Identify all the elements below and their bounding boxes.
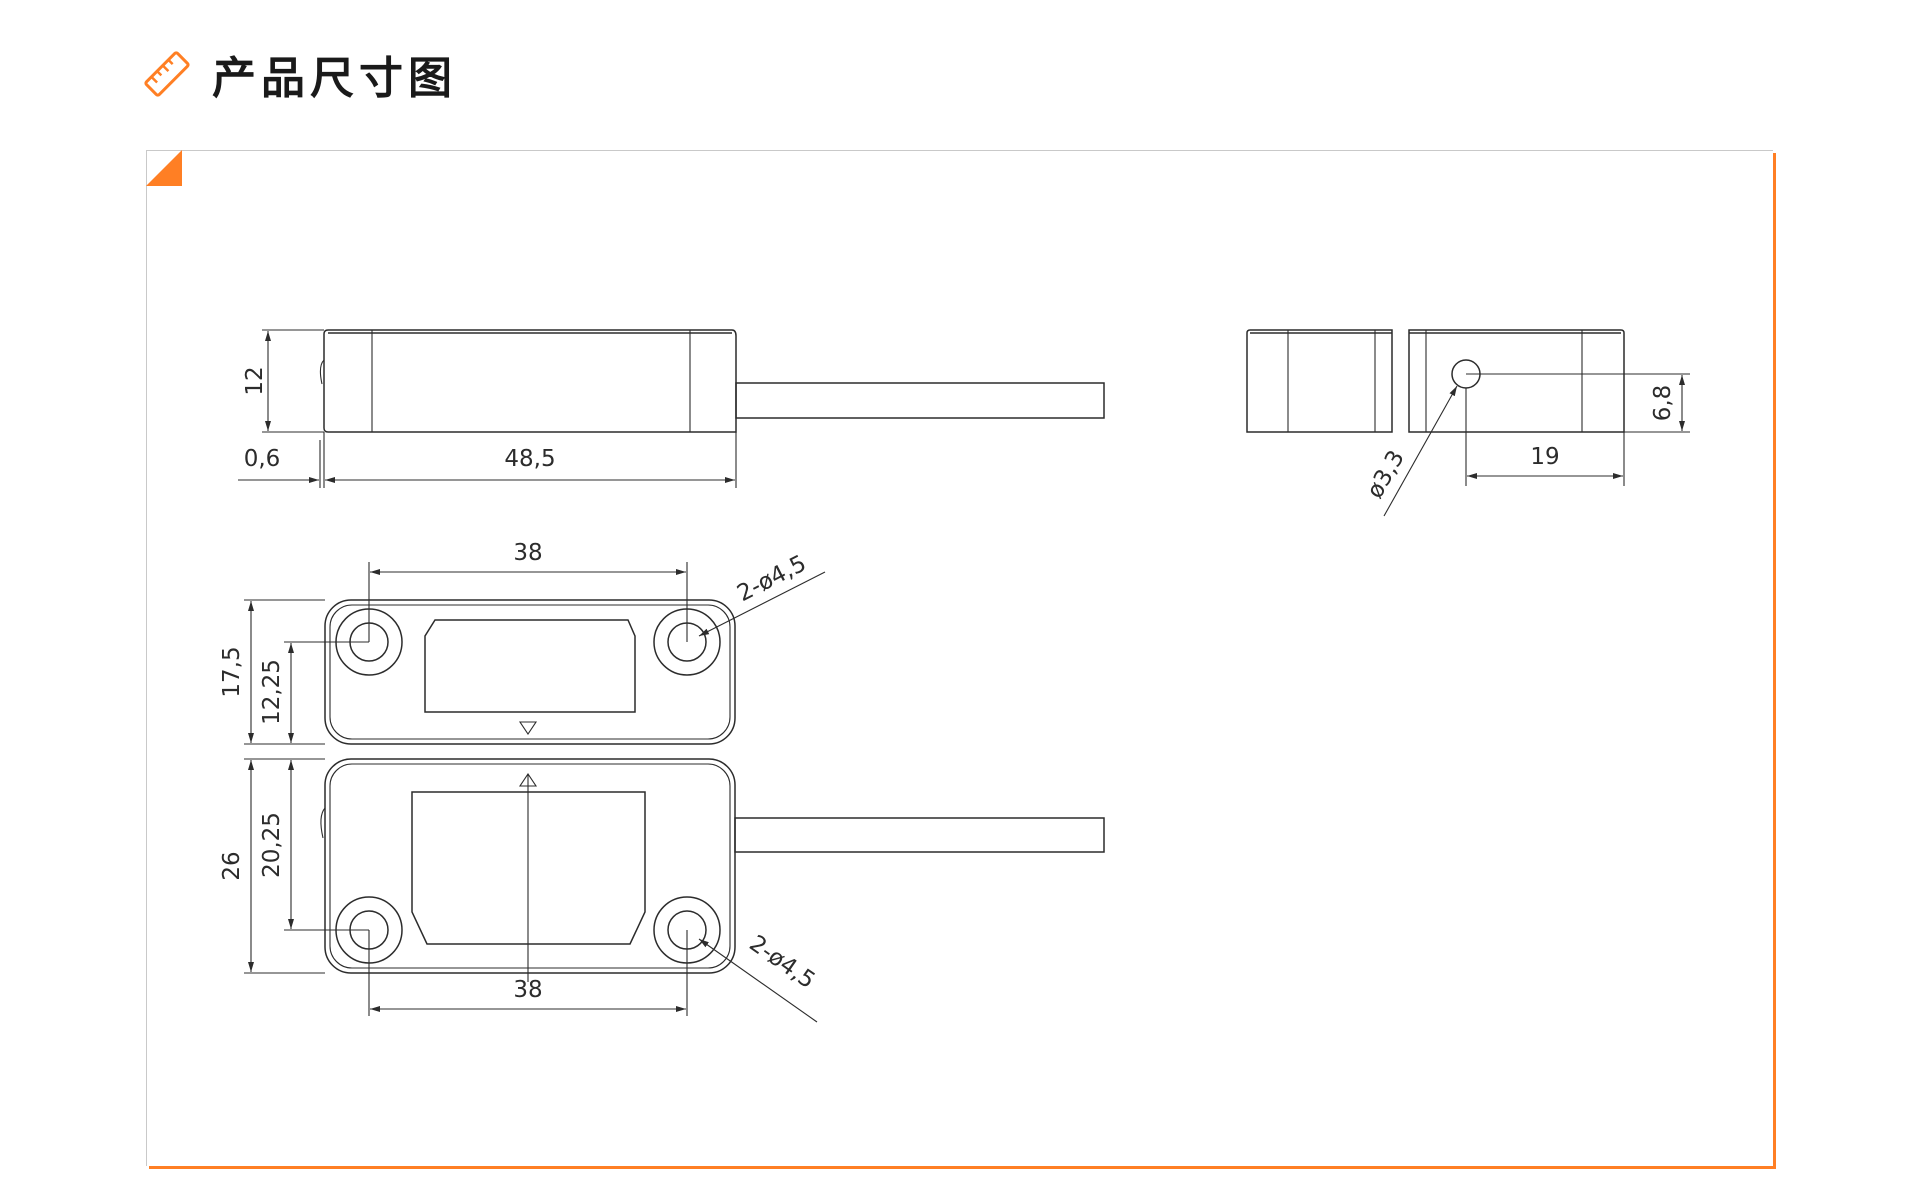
page-title: 产品尺寸图: [212, 53, 457, 104]
dim-bottom-width: 26: [219, 851, 245, 880]
top-view-lower: 38 2-ø4,5 26 20,25: [219, 758, 1105, 1023]
dim-end-hole-offset: 19: [1530, 444, 1559, 470]
dim-top-hole-center: 12,25: [259, 659, 285, 725]
dim-bottom-holes: 2-ø4,5: [744, 931, 819, 995]
dim-end-hole-height: 6,8: [1650, 385, 1676, 422]
dim-bottom-hole-center: 20,25: [259, 812, 285, 878]
corner-accent: [146, 150, 182, 186]
dim-bottom-hole-spacing: 38: [513, 977, 542, 1003]
dim-end-hole-diameter: ø3,3: [1362, 446, 1410, 503]
ruler-icon: [144, 51, 190, 97]
side-view: 12 0,6 48,5: [238, 329, 1105, 488]
drawing-panel: [146, 150, 1773, 1166]
dim-side-height: 12: [242, 366, 268, 395]
dim-top-width: 17,5: [219, 646, 245, 697]
dim-side-offset: 0,6: [244, 446, 281, 472]
dim-side-length: 48,5: [504, 446, 555, 472]
dim-top-hole-spacing: 38: [513, 540, 542, 566]
end-view: 6,8 19 ø3,3: [1246, 329, 1690, 517]
top-view-upper: 38 2-ø4,5 17,5 12,25: [219, 540, 826, 745]
section-header: 产品尺寸图: [142, 42, 457, 106]
